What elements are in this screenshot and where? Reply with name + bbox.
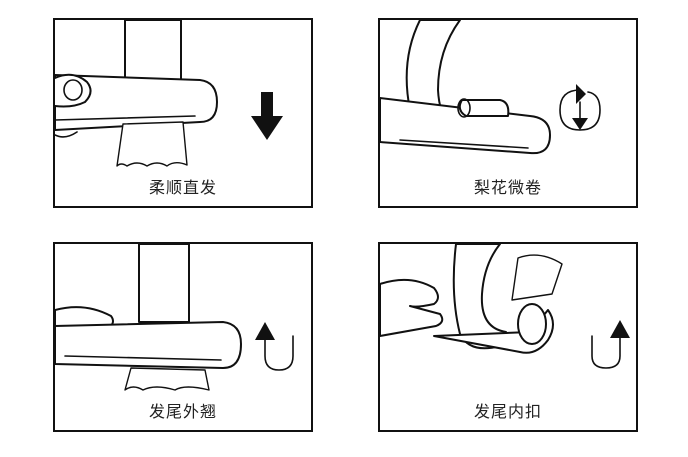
u-turn-up-left-icon — [255, 322, 294, 371]
illustration-soft-curl — [380, 20, 601, 155]
illustration-curl-in — [380, 244, 630, 369]
illustration-straight — [55, 20, 283, 167]
caption: 柔顺直发 — [148, 178, 217, 197]
caption: 梨花微卷 — [473, 178, 542, 197]
illustration-flip-out — [55, 244, 294, 391]
panel-flip-out: 发尾外翘 — [53, 242, 313, 432]
panel-straight: 柔顺直发 — [53, 18, 313, 208]
panel-curl-in: 发尾内扣 — [378, 242, 638, 432]
curl-loop-icon — [559, 84, 601, 131]
panel-soft-curl: 梨花微卷 — [378, 18, 638, 208]
caption: 发尾外翘 — [148, 402, 217, 421]
caption: 发尾内扣 — [473, 402, 542, 421]
arrow-down-icon — [251, 92, 283, 140]
u-turn-up-right-icon — [591, 320, 630, 369]
